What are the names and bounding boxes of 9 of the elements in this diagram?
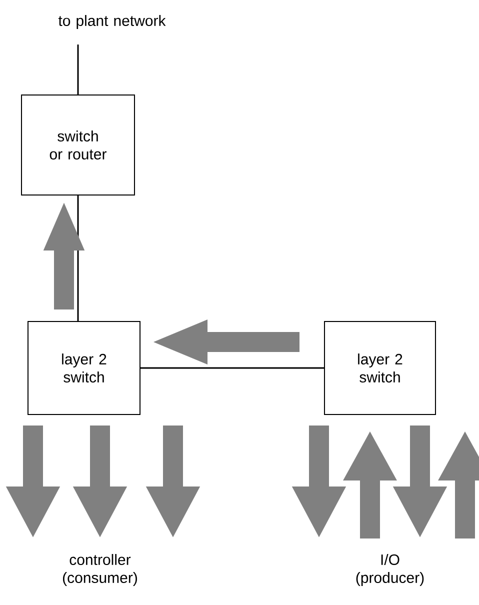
connector-line (77, 44, 79, 94)
switch-box: layer 2 switch (324, 321, 436, 415)
network-label: to plant network (58, 15, 166, 29)
device-label: controller (consumer) (63, 554, 137, 586)
connector-line (77, 196, 79, 321)
connector-line (140, 367, 324, 369)
switch-box: switch or router (21, 94, 135, 196)
device-label: I/O (producer) (356, 554, 424, 586)
switch-box: layer 2 switch (28, 321, 140, 415)
